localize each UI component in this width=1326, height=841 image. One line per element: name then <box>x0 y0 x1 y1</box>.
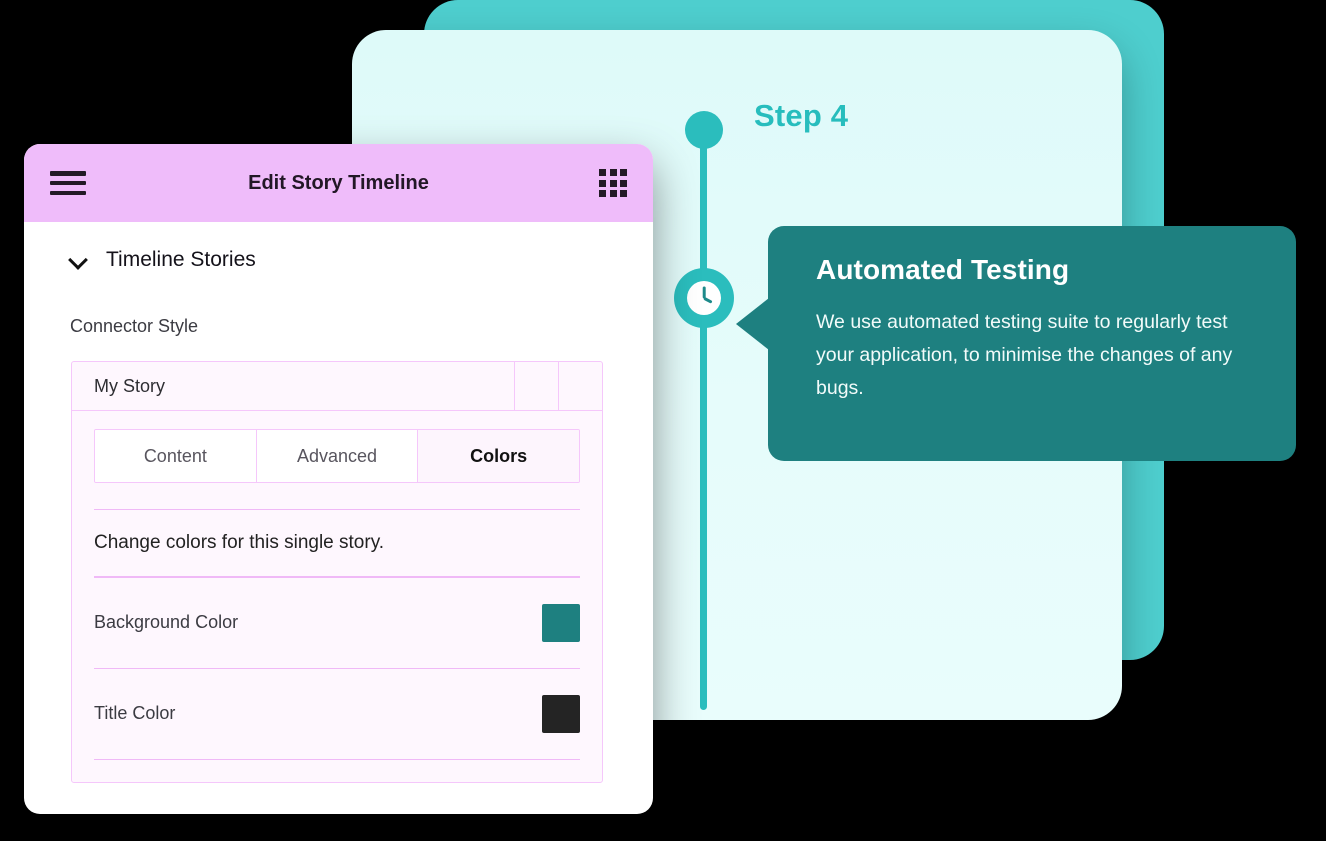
section-title: Timeline Stories <box>106 248 256 271</box>
clock-hour-hand <box>703 296 713 304</box>
story-delete-button[interactable] <box>559 362 602 410</box>
timeline-connector-line <box>700 130 707 710</box>
divider <box>94 758 580 761</box>
colors-description: Change colors for this single story. <box>94 532 385 554</box>
grid-icon[interactable] <box>599 169 627 197</box>
background-color-row: Background Color <box>94 578 580 668</box>
grid-cell <box>599 169 606 176</box>
grid-cell <box>599 190 606 197</box>
connector-style-label: Connector Style <box>70 316 199 336</box>
grid-cell <box>620 169 627 176</box>
editor-panel: Edit Story Timeline Timeline Stories Con… <box>24 144 653 814</box>
chevron-down-icon[interactable] <box>68 249 90 271</box>
clock-minute-hand <box>702 286 706 298</box>
bubble-body: We use automated testing suite to regula… <box>816 311 1233 399</box>
background-color-label: Background Color <box>94 612 239 633</box>
tab-advanced[interactable]: Advanced <box>256 430 419 482</box>
story-header-row: My Story <box>72 362 602 411</box>
tab-content[interactable]: Content <box>95 430 257 482</box>
grid-cell <box>609 179 617 187</box>
background-color-swatch[interactable] <box>542 603 580 642</box>
grid-cell <box>609 169 617 176</box>
step-label: Step 4 <box>754 98 849 133</box>
hamburger-bar <box>50 171 86 176</box>
panel-header: Edit Story Timeline <box>24 144 653 222</box>
grid-cell <box>609 190 617 197</box>
clock-face <box>687 281 721 315</box>
timeline-start-dot <box>685 111 723 149</box>
story-name[interactable]: My Story <box>72 362 515 410</box>
story-item-card: My Story Content Advanced Colors Change … <box>71 361 603 784</box>
hamburger-icon[interactable] <box>50 171 86 195</box>
panel-body: Timeline Stories Connector Style My Stor… <box>24 222 653 784</box>
divider <box>94 667 580 669</box>
grid-cell <box>620 179 627 187</box>
page-title: Edit Story Timeline <box>248 171 429 194</box>
hamburger-bar <box>50 190 86 195</box>
story-tabs: Content Advanced Colors <box>94 429 580 483</box>
tab-colors[interactable]: Colors <box>418 430 579 482</box>
bubble-title: Automated Testing <box>816 254 1070 285</box>
grid-cell <box>599 179 606 187</box>
grid-cell <box>620 190 627 197</box>
title-color-label: Title Color <box>94 703 176 724</box>
clock-icon[interactable] <box>674 268 734 328</box>
section-timeline-stories[interactable]: Timeline Stories <box>24 222 653 272</box>
title-color-row: Title Color <box>94 669 580 759</box>
title-color-swatch[interactable] <box>542 694 580 733</box>
story-content: Content Advanced Colors Change colors fo… <box>72 411 602 782</box>
divider <box>94 576 580 578</box>
hamburger-bar <box>50 180 86 186</box>
story-duplicate-button[interactable] <box>515 362 559 410</box>
story-bubble: Automated Testing We use automated testi… <box>736 226 1296 461</box>
divider <box>94 509 580 511</box>
